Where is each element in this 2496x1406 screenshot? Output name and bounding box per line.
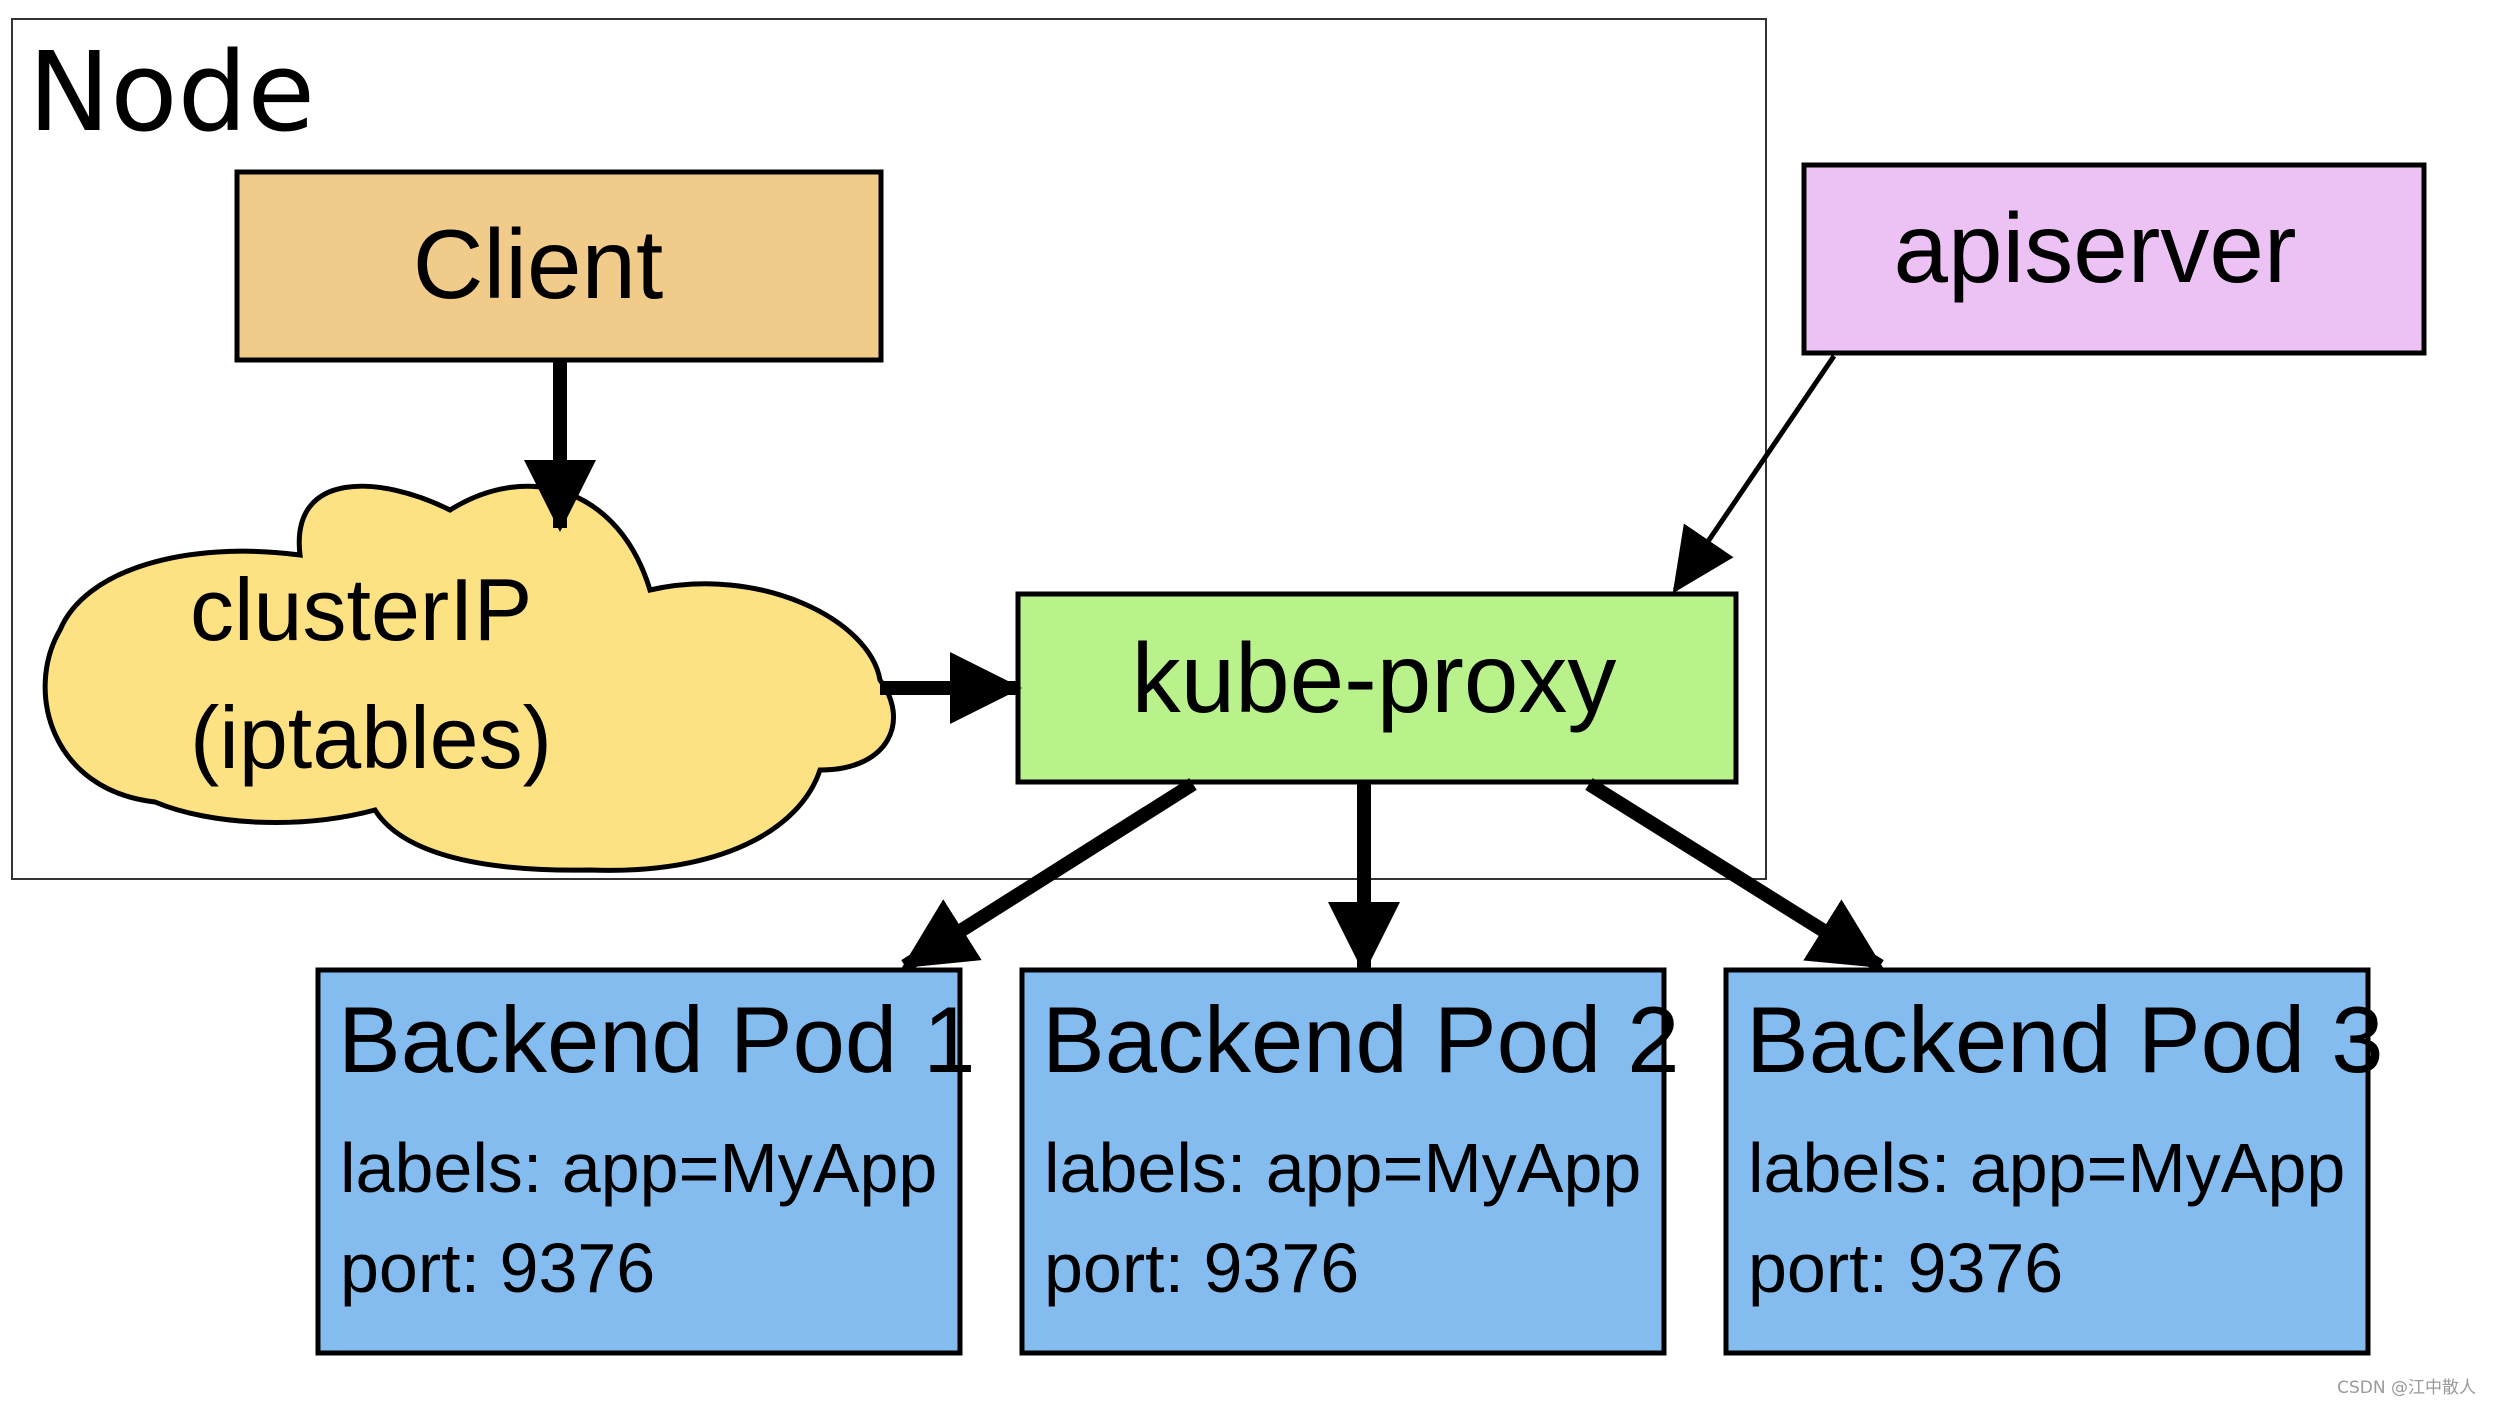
backend-pod-1-title: Backend Pod 1 <box>338 987 976 1092</box>
arrow-apiserver-to-kube-proxy <box>1672 354 1837 594</box>
arrow-kube-proxy-to-pod-1 <box>901 778 1197 972</box>
client-box: Client <box>234 169 884 363</box>
backend-pod-2-port: port: 9376 <box>1044 1229 1359 1307</box>
apiserver-box: apiserver <box>1801 162 2427 356</box>
apiserver-rect <box>1801 162 2427 356</box>
backend-pod-2-rect <box>1019 967 1667 1356</box>
backend-pod-2-labels: labels: app=MyApp <box>1044 1129 1641 1207</box>
arrow-kube-proxy-to-pod-3 <box>1585 778 1884 972</box>
node-boundary <box>11 18 1767 880</box>
cluster-ip-cloud-shape <box>42 483 896 873</box>
backend-pod-3: Backend Pod 3 labels: app=MyApp port: 93… <box>1723 967 2384 1356</box>
backend-pod-1-rect <box>315 967 963 1356</box>
kube-proxy-rect <box>1015 591 1739 785</box>
kube-proxy-label: kube-proxy <box>1132 623 1617 733</box>
backend-pod-3-port: port: 9376 <box>1748 1229 2063 1307</box>
kube-proxy-box: kube-proxy <box>1015 591 1739 785</box>
backend-pod-1: Backend Pod 1 labels: app=MyApp port: 93… <box>315 967 976 1356</box>
client-label: Client <box>413 209 664 319</box>
backend-pod-3-title: Backend Pod 3 <box>1746 987 2384 1092</box>
backend-pod-2: Backend Pod 2 labels: app=MyApp port: 93… <box>1019 967 1680 1356</box>
watermark: CSDN @江中散人 <box>2337 1378 2476 1398</box>
backend-pod-1-port: port: 9376 <box>340 1229 655 1307</box>
cluster-ip-line1: clusterIP <box>190 560 532 659</box>
apiserver-label: apiserver <box>1893 193 2296 303</box>
node-title: Node <box>28 28 315 156</box>
backend-pod-1-labels: labels: app=MyApp <box>340 1129 937 1207</box>
backend-pod-2-title: Backend Pod 2 <box>1042 987 1680 1092</box>
backend-pod-3-labels: labels: app=MyApp <box>1748 1129 2345 1207</box>
cluster-ip-line2: (iptables) <box>190 688 552 787</box>
cluster-ip-cloud: clusterIP (iptables) <box>42 483 896 873</box>
backend-pod-3-rect <box>1723 967 2371 1356</box>
